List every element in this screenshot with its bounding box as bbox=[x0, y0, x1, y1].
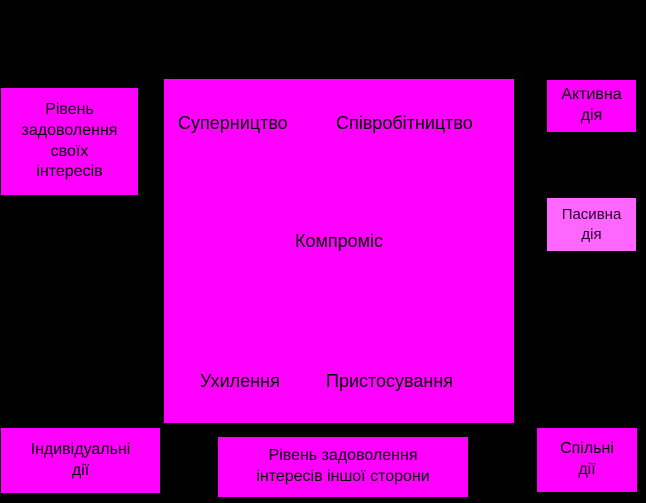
other-interest-line-1: Рівень задоволення bbox=[268, 447, 418, 465]
other-interest-label: Рівень задоволення інтересів іншої сторо… bbox=[217, 436, 469, 498]
active-line-2: дія bbox=[580, 107, 603, 124]
own-interest-label: Рівень задоволення своїх інтересів bbox=[0, 87, 139, 196]
strategy-competition: Суперництво bbox=[178, 113, 288, 133]
active-action-label: Активна дія bbox=[546, 79, 637, 133]
strategy-avoidance: Ухилення bbox=[200, 371, 280, 391]
individual-line-1: Індивідуальні bbox=[30, 440, 131, 458]
own-interest-line-2: задоволення bbox=[21, 121, 118, 139]
own-interest-line-4: інтересів bbox=[36, 163, 103, 181]
joint-line-2: дії bbox=[578, 461, 596, 478]
strategy-accommodation: Пристосування bbox=[326, 371, 454, 391]
individual-line-2: дії bbox=[71, 461, 90, 479]
other-interest-line-2: інтересів іншої сторони bbox=[256, 468, 430, 485]
own-interest-line-1: Рівень bbox=[45, 100, 94, 118]
joint-line-1: Спільні bbox=[560, 440, 614, 458]
joint-action-label: Спільні дії bbox=[536, 427, 638, 493]
own-interest-line-3: своїх bbox=[50, 142, 89, 160]
active-line-1: Активна bbox=[561, 86, 622, 104]
passive-line-1: Пасивна bbox=[561, 206, 622, 223]
individual-action-label: Індивідуальні дії bbox=[0, 427, 161, 494]
strategy-compromise: Компроміс bbox=[294, 231, 383, 251]
passive-line-2: дія bbox=[581, 225, 602, 243]
strategy-cooperation: Співробітництво bbox=[336, 113, 473, 133]
passive-action-label: Пасивна дія bbox=[546, 197, 637, 252]
strategy-grid: Суперництво Співробітництво Компроміс Ух… bbox=[164, 79, 514, 423]
